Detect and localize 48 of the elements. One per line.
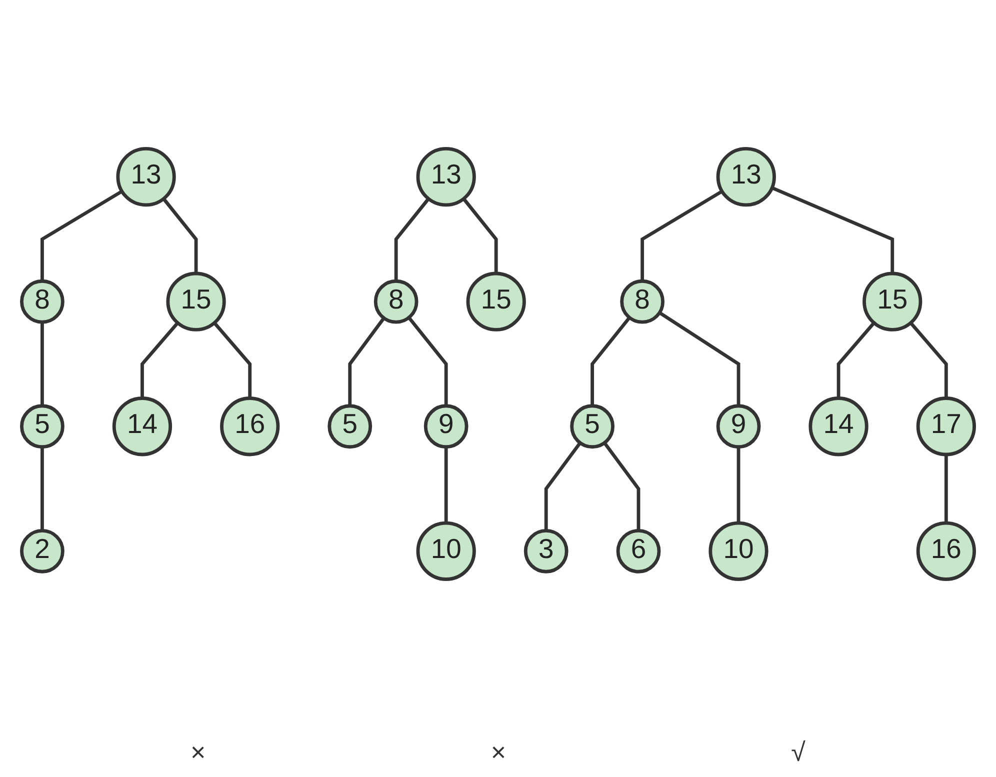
node-circle: 16 bbox=[916, 520, 976, 580]
connector bbox=[544, 441, 582, 530]
connector bbox=[909, 321, 948, 398]
node-circle: 10 bbox=[416, 520, 476, 580]
connector bbox=[40, 446, 44, 530]
verdict-mark: × bbox=[490, 736, 506, 768]
connector bbox=[944, 454, 948, 523]
connector bbox=[348, 316, 386, 406]
node-circle: 3 bbox=[524, 528, 568, 573]
connector bbox=[462, 197, 498, 273]
verdict-mark: × bbox=[190, 736, 206, 768]
node-circle: 13 bbox=[416, 146, 476, 206]
connector bbox=[590, 316, 631, 406]
node-circle: 5 bbox=[570, 404, 614, 448]
node-circle: 2 bbox=[20, 528, 64, 573]
connector bbox=[658, 310, 740, 406]
node-circle: 15 bbox=[166, 271, 226, 331]
connector bbox=[444, 446, 448, 523]
connector bbox=[771, 186, 894, 273]
node-circle: 5 bbox=[20, 404, 64, 448]
connector bbox=[40, 322, 44, 406]
node-circle: 15 bbox=[466, 271, 526, 331]
verdict-mark: √ bbox=[791, 736, 806, 768]
node-circle: 6 bbox=[616, 528, 661, 573]
node-circle: 8 bbox=[620, 278, 665, 324]
node-circle: 5 bbox=[328, 404, 372, 448]
node-circle: 16 bbox=[220, 396, 280, 456]
node-circle: 14 bbox=[112, 396, 172, 456]
node-circle: 9 bbox=[716, 404, 761, 448]
node-circle: 10 bbox=[708, 520, 768, 580]
node-circle: 15 bbox=[862, 271, 922, 331]
connector bbox=[640, 189, 723, 281]
connector bbox=[603, 441, 640, 530]
connector bbox=[213, 321, 252, 398]
node-circle: 13 bbox=[716, 146, 776, 206]
connector bbox=[140, 321, 179, 398]
connector bbox=[736, 446, 740, 523]
node-circle: 14 bbox=[808, 396, 868, 456]
connector bbox=[162, 197, 198, 273]
node-circle: 17 bbox=[916, 396, 976, 456]
connector bbox=[40, 189, 123, 281]
connector bbox=[836, 321, 876, 398]
connector bbox=[408, 316, 448, 406]
connector bbox=[394, 197, 430, 281]
node-circle: 13 bbox=[116, 146, 176, 206]
node-circle: 9 bbox=[424, 404, 468, 448]
node-circle: 8 bbox=[374, 278, 418, 324]
node-circle: 8 bbox=[20, 278, 64, 324]
